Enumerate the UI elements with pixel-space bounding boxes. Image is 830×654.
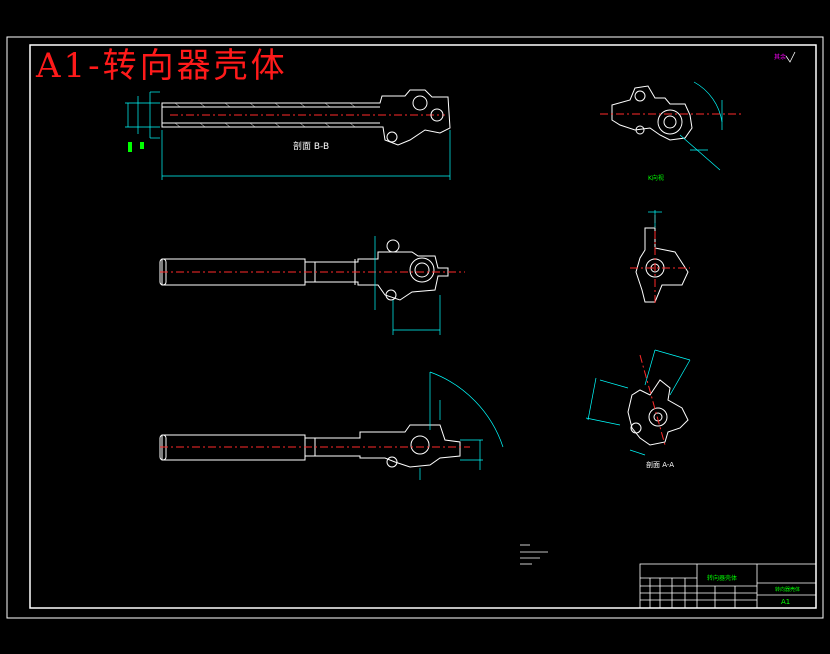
title-block-part-name: 转向器壳体 [707,574,737,582]
rotated-section-label: 剖面 A-A [646,460,674,469]
section-view-label: 剖面 B-B [293,140,329,152]
outer-border [6,36,824,619]
view-k-direction [600,81,742,171]
drawing-title: A1-转向器壳体 [36,46,288,86]
title-block [639,563,817,609]
inner-border [29,44,817,609]
k-view-label: K向视 [648,174,664,182]
technical-notes [520,544,548,565]
view-bottom [159,371,504,480]
title-block-sheet-size: A1 [781,598,790,606]
view-side [630,210,690,305]
title-block-drawing-no: 转向器壳体 [775,586,800,593]
view-top-section [125,89,451,180]
roughness-symbol-icon [785,51,796,63]
roughness-corner-mark: 其余 [774,53,786,61]
view-front [159,236,465,335]
view-rotated-section [585,349,691,456]
